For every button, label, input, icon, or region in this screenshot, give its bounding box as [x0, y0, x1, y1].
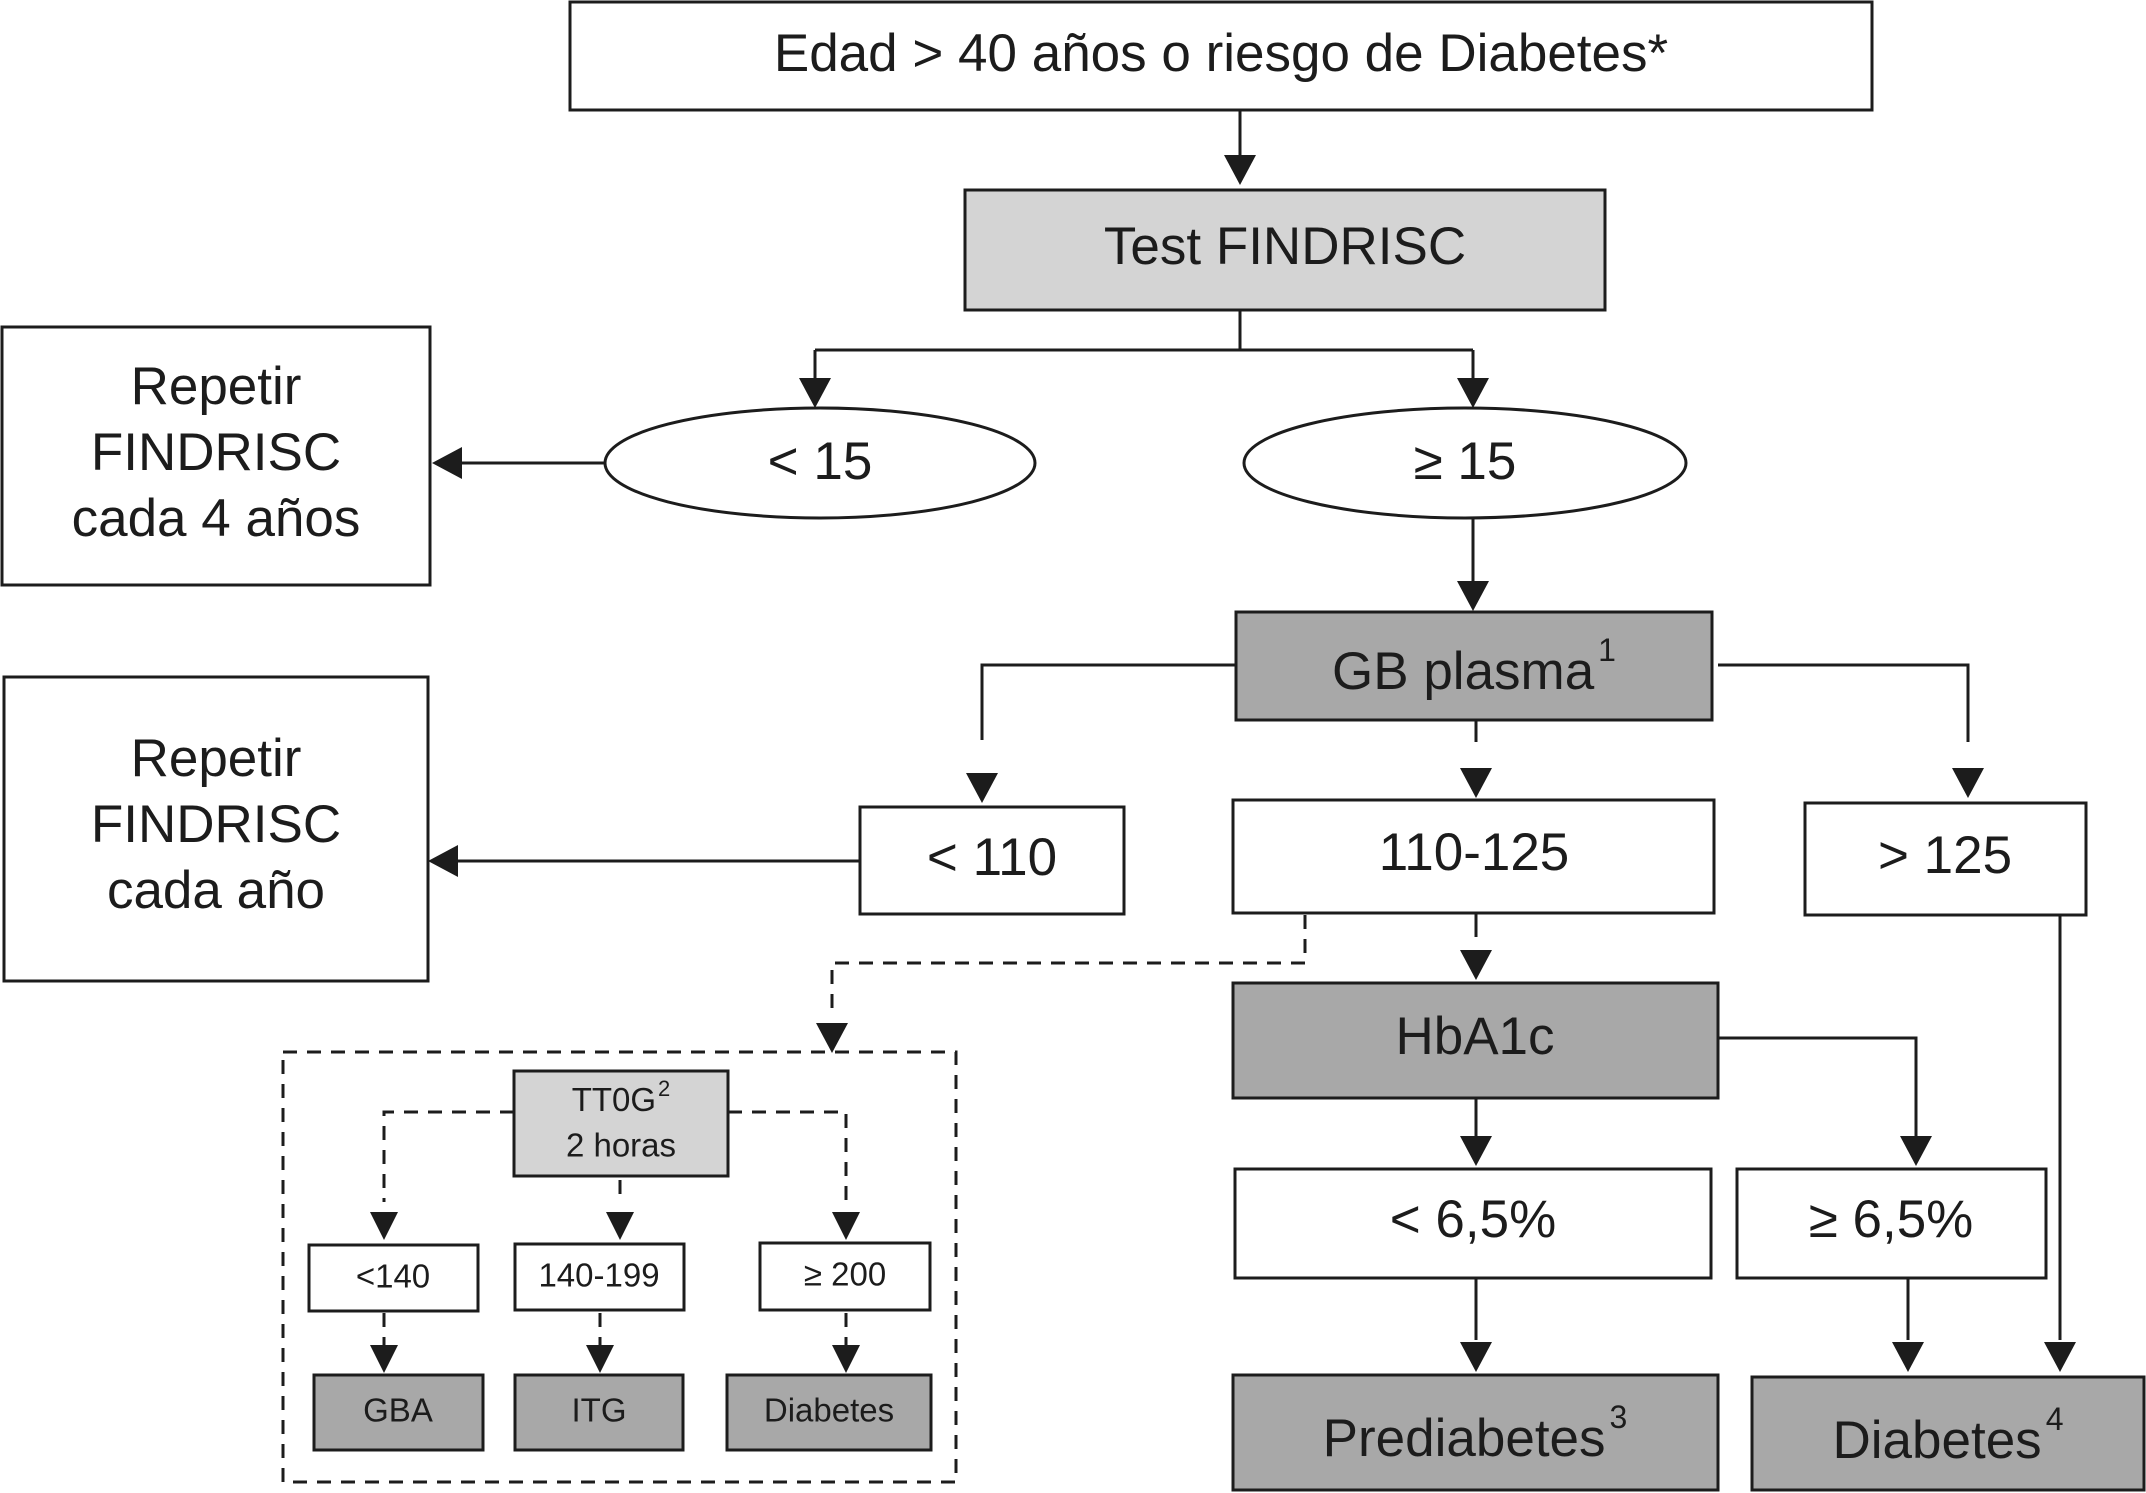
repeat-1y-line-1: Repetir: [131, 729, 302, 788]
repeat-4y-line-2: FINDRISC: [91, 423, 341, 482]
hba1c-low-label: < 6,5%: [1390, 1190, 1556, 1249]
start-label: Edad > 40 años o riesgo de Diabetes*: [774, 24, 1668, 83]
arrowhead-down-icon: [1460, 950, 1492, 980]
arrowhead-down-icon: [816, 1023, 848, 1053]
arrowhead-down-icon: [1952, 768, 1984, 798]
arrowhead-down-icon: [799, 378, 831, 408]
arrowhead-down-icon: [1457, 378, 1489, 408]
repeat-1y-line-3: cada año: [107, 861, 325, 920]
gb-mid-label: 110-125: [1379, 823, 1570, 882]
ttog-node: TT0G2 2 horas: [512, 1069, 730, 1178]
arrowhead-down-icon: [1224, 155, 1256, 185]
hba1c-high-label: ≥ 6,5%: [1809, 1190, 1974, 1249]
arrowhead-down-icon: [606, 1212, 634, 1240]
ttog-low-node: <140: [307, 1243, 480, 1313]
findrisc-test-node: Test FINDRISC: [963, 188, 1607, 312]
arrowhead-down-icon: [586, 1345, 614, 1373]
ttog-high-label: ≥ 200: [804, 1256, 886, 1293]
connector-gb-right: [1718, 663, 1970, 742]
ttog-panel: TT0G2 2 horas <140 140-199 ≥ 200 GBA ITG…: [281, 1050, 958, 1484]
ttog-mid-label: 140-199: [538, 1257, 659, 1294]
hba1c-label: HbA1c: [1395, 1007, 1554, 1066]
arrowhead-down-icon: [1457, 581, 1489, 611]
arrowhead-left-icon: [432, 447, 462, 479]
itg-node: ITG: [513, 1373, 685, 1452]
arrowhead-down-icon: [1460, 768, 1492, 798]
arrowhead-down-icon: [370, 1212, 398, 1240]
itg-label: ITG: [572, 1392, 627, 1429]
arrowhead-down-icon: [832, 1345, 860, 1373]
ttog-line-1: TT0G2: [572, 1076, 671, 1118]
arrowhead-left-icon: [428, 845, 458, 877]
connector-hba1c-right: [1718, 1036, 1918, 1138]
gba-label: GBA: [363, 1392, 433, 1429]
score-low-node: < 15: [603, 406, 1037, 520]
score-low-label: < 15: [768, 432, 873, 491]
connector-test-split: [813, 310, 1475, 383]
score-high-node: ≥ 15: [1242, 406, 1688, 520]
arrowhead-down-icon: [2044, 1342, 2076, 1372]
solid-connectors: [458, 110, 2062, 1340]
repeat-4y-line-3: cada 4 años: [72, 489, 361, 548]
arrowheads: [370, 155, 2076, 1373]
ttog-diabetes-label: Diabetes: [764, 1392, 894, 1429]
start-node: Edad > 40 años o riesgo de Diabetes*: [568, 0, 1874, 112]
ttog-low-label: <140: [356, 1258, 430, 1295]
gb-mid-node: 110-125: [1231, 798, 1716, 915]
connector-gb-left: [980, 663, 1236, 740]
ttog-diabetes-node: Diabetes: [725, 1373, 933, 1452]
score-high-label: ≥ 15: [1414, 432, 1517, 491]
gb-high-node: > 125: [1803, 801, 2088, 917]
arrowhead-down-icon: [1460, 1342, 1492, 1372]
repeat-4-years-node: Repetir FINDRISC cada 4 años: [0, 325, 432, 587]
findrisc-test-label: Test FINDRISC: [1104, 217, 1466, 276]
dashed-connectors: [382, 915, 1307, 1345]
gb-low-node: < 110: [858, 805, 1126, 916]
arrowhead-down-icon: [1892, 1342, 1924, 1372]
repeat-4y-line-1: Repetir: [131, 357, 302, 416]
hba1c-node: HbA1c: [1231, 981, 1720, 1100]
arrowhead-down-icon: [1900, 1136, 1932, 1166]
arrowhead-down-icon: [966, 773, 998, 803]
ttog-line-2: 2 horas: [566, 1127, 676, 1164]
repeat-1-year-node: Repetir FINDRISC cada año: [2, 675, 430, 983]
ttog-high-node: ≥ 200: [758, 1241, 932, 1312]
hba1c-high-node: ≥ 6,5%: [1735, 1167, 2048, 1280]
hba1c-low-node: < 6,5%: [1233, 1167, 1713, 1280]
gb-high-label: > 125: [1878, 826, 2012, 885]
arrowhead-down-icon: [1460, 1136, 1492, 1166]
arrowhead-down-icon: [832, 1212, 860, 1240]
ttog-mid-node: 140-199: [513, 1242, 686, 1312]
repeat-1y-line-2: FINDRISC: [91, 795, 341, 854]
gba-node: GBA: [312, 1373, 485, 1452]
gb-low-label: < 110: [927, 828, 1057, 887]
arrowhead-down-icon: [370, 1345, 398, 1373]
dashed-ttog-right: [728, 1110, 848, 1202]
dashed-mid-to-ttog: [830, 915, 1307, 1018]
dashed-ttog-left: [382, 1110, 514, 1202]
